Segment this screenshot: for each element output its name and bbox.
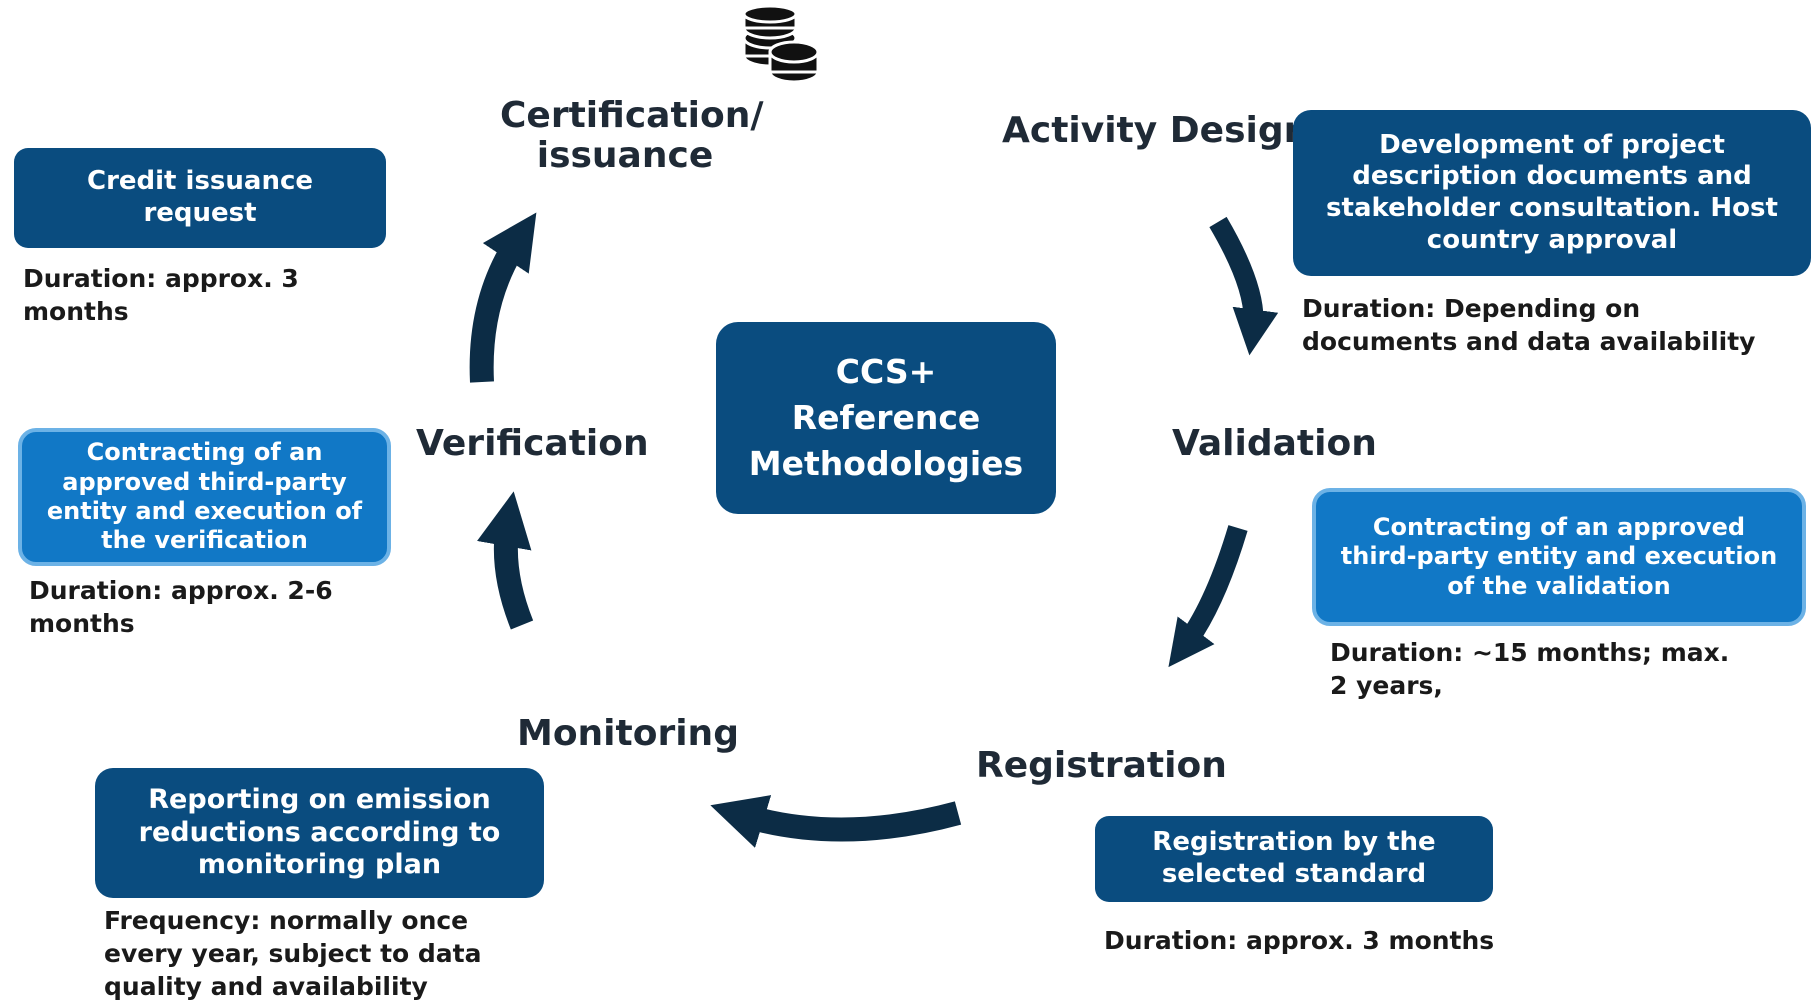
activity-design-box: Development of project description docum…: [1293, 110, 1811, 276]
validation-note: Duration: ~15 months; max. 2 years,: [1330, 638, 1730, 700]
stage-activity-design: Activity Design: [1002, 110, 1310, 151]
activity-design-note: Duration: Depending on documents and dat…: [1302, 294, 1756, 356]
monitoring-note: Frequency: normally once every year, sub…: [104, 906, 482, 1001]
monitoring-box: Reporting on emission reductions accordi…: [95, 768, 544, 898]
registration-note: Duration: approx. 3 months: [1104, 926, 1495, 955]
validation-box: Contracting of an approved third-party e…: [1312, 488, 1806, 626]
certification-box: Credit issuance request: [14, 148, 386, 248]
arrow-design-to-validation: [1209, 216, 1279, 356]
stage-validation: Validation: [1172, 423, 1377, 464]
center-title: CCS+ Reference Methodologies: [716, 322, 1056, 514]
arrow-validation-to-registration: [1168, 525, 1248, 668]
arrow-verification-to-certification: [469, 212, 537, 383]
verification-box: Contracting of an approved third-party e…: [18, 428, 391, 566]
certification-note: Duration: approx. 3 months: [23, 264, 299, 326]
registration-box: Registration by the selected standard: [1095, 816, 1493, 902]
stage-monitoring: Monitoring: [517, 713, 739, 754]
verification-note: Duration: approx. 2-6 months: [29, 576, 333, 638]
stage-verification: Verification: [416, 423, 649, 464]
arrow-monitoring-to-verification: [477, 491, 534, 630]
stage-certification: Certification/ issuance: [500, 95, 764, 177]
coins-icon: [742, 6, 820, 84]
arrow-registration-to-monitoring: [710, 795, 962, 848]
stage-registration: Registration: [976, 745, 1227, 786]
